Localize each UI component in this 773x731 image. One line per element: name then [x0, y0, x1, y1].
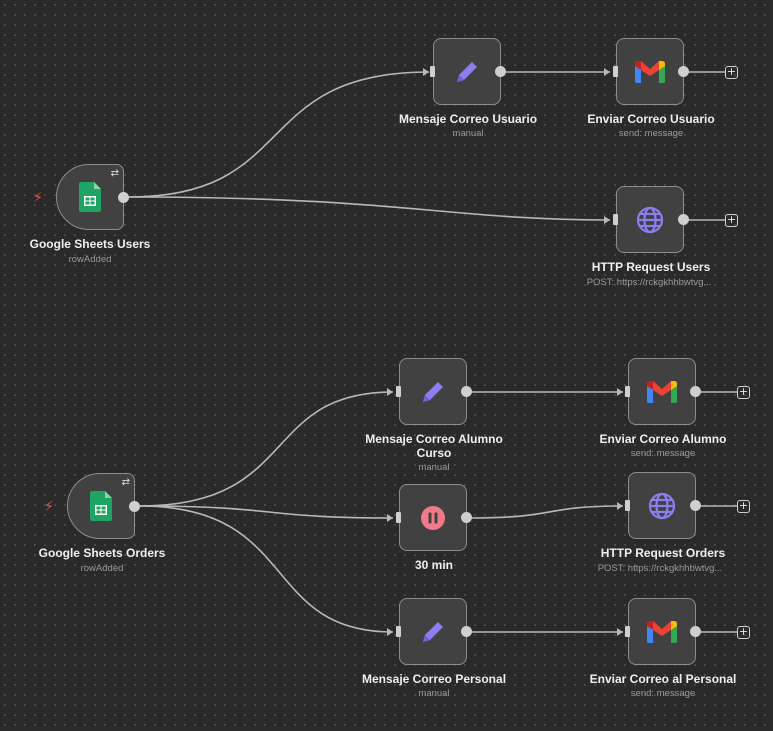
- output-handle[interactable]: [461, 626, 472, 637]
- arrowhead-enviar-personal: [617, 628, 623, 636]
- node-google-sheets-users[interactable]: ⇄: [56, 164, 129, 230]
- output-handle[interactable]: [678, 66, 689, 77]
- arrowhead-mensaje-personal: [387, 628, 393, 636]
- add-node-button[interactable]: +: [725, 213, 738, 227]
- node-enviar-correo-al-personal[interactable]: [625, 598, 701, 665]
- output-handle[interactable]: [118, 191, 129, 203]
- node-enviar-correo-alumno[interactable]: [625, 358, 701, 425]
- node-wait-30-min[interactable]: [396, 484, 472, 551]
- wire-sheets-orders-to-mensaje-alumno: [139, 391, 394, 507]
- node-http-request-users[interactable]: [613, 186, 689, 253]
- wire-sheets-users-to-http-users: [128, 196, 611, 221]
- globe-icon: [635, 205, 665, 235]
- node-title: 30 min: [414, 558, 454, 572]
- node-subtitle: rowAdded: [80, 563, 124, 574]
- node-http-request-orders[interactable]: [625, 472, 701, 539]
- gmail-icon: [647, 620, 677, 643]
- pencil-icon: [452, 57, 482, 87]
- output-handle[interactable]: [690, 500, 701, 511]
- gmail-icon: [635, 60, 665, 83]
- input-handle[interactable]: [613, 214, 618, 225]
- node-title: Mensaje Correo Usuario: [398, 112, 538, 126]
- input-handle[interactable]: [613, 66, 618, 77]
- google-sheets-icon: [90, 491, 112, 521]
- add-node-button[interactable]: +: [725, 65, 738, 79]
- wire-sheets-orders-to-mensaje-personal: [139, 505, 394, 633]
- node-subtitle: send: message: [630, 448, 696, 459]
- input-handle[interactable]: [396, 386, 401, 397]
- pencil-icon: [418, 377, 448, 407]
- node-title: Enviar Correo al Personal: [589, 672, 737, 686]
- node-subtitle: send: message: [630, 688, 696, 699]
- node-title: Google Sheets Users: [29, 237, 151, 251]
- google-sheets-icon: [79, 182, 101, 212]
- node-subtitle: POST: https://rckgkhhbwtvg...: [586, 277, 712, 288]
- node-title-line1: Mensaje Correo Alumno: [365, 432, 503, 446]
- gmail-icon: [647, 380, 677, 403]
- node-title: Mensaje Correo Personal: [361, 672, 507, 686]
- node-mensaje-correo-alumno-curso[interactable]: [396, 358, 472, 425]
- node-google-sheets-orders[interactable]: ⇄: [67, 473, 140, 539]
- arrowhead-enviar-usuario: [604, 68, 610, 76]
- input-handle[interactable]: [625, 386, 630, 397]
- trigger-bolt-icon: ⚡: [33, 189, 43, 205]
- globe-icon: [647, 491, 677, 521]
- node-title: HTTP Request Orders: [600, 546, 726, 560]
- node-title: Enviar Correo Alumno: [599, 432, 727, 446]
- trigger-bolt-icon: ⚡: [44, 498, 54, 514]
- arrowhead-enviar-alumno: [617, 388, 623, 396]
- node-mensaje-correo-usuario[interactable]: [430, 38, 506, 105]
- node-title: HTTP Request Users: [591, 260, 711, 274]
- input-handle[interactable]: [396, 512, 401, 523]
- output-handle[interactable]: [461, 512, 472, 523]
- arrowhead-http-orders: [617, 502, 623, 510]
- node-enviar-correo-usuario[interactable]: [613, 38, 689, 105]
- add-node-button[interactable]: +: [737, 385, 750, 399]
- wire-sheets-users-to-mensaje-usuario: [128, 71, 430, 198]
- wire-wait-to-http-orders: [469, 505, 624, 519]
- input-handle[interactable]: [396, 626, 401, 637]
- add-node-button[interactable]: +: [737, 625, 750, 639]
- output-handle[interactable]: [690, 626, 701, 637]
- output-handle[interactable]: [690, 386, 701, 397]
- input-handle[interactable]: [625, 500, 630, 511]
- arrowhead-http-users: [604, 216, 610, 224]
- output-handle[interactable]: [495, 66, 506, 77]
- arrowhead-mensaje-alumno: [387, 388, 393, 396]
- node-subtitle: POST: https://rckgkhhbwtvg...: [597, 563, 723, 574]
- add-node-button[interactable]: +: [737, 499, 750, 513]
- node-subtitle: rowAdded: [68, 254, 112, 265]
- pause-icon: [420, 505, 446, 531]
- node-subtitle: manual: [452, 128, 484, 139]
- output-handle[interactable]: [461, 386, 472, 397]
- node-title-line2: Curso: [416, 446, 452, 460]
- input-handle[interactable]: [430, 66, 435, 77]
- input-handle[interactable]: [625, 626, 630, 637]
- node-subtitle: send: message: [618, 128, 684, 139]
- node-title: Google Sheets Orders: [38, 546, 166, 560]
- arrowhead-wait: [387, 514, 393, 522]
- wire-sheets-orders-to-wait: [139, 505, 394, 519]
- refresh-icon: ⇄: [121, 477, 130, 488]
- refresh-icon: ⇄: [110, 168, 119, 179]
- node-subtitle: manual: [418, 688, 450, 699]
- node-mensaje-correo-personal[interactable]: [396, 598, 472, 665]
- output-handle[interactable]: [129, 500, 140, 512]
- arrowhead-mensaje-usuario: [423, 68, 429, 76]
- pencil-icon: [418, 617, 448, 647]
- output-handle[interactable]: [678, 214, 689, 225]
- node-subtitle: manual: [418, 462, 450, 473]
- node-title: Enviar Correo Usuario: [587, 112, 715, 126]
